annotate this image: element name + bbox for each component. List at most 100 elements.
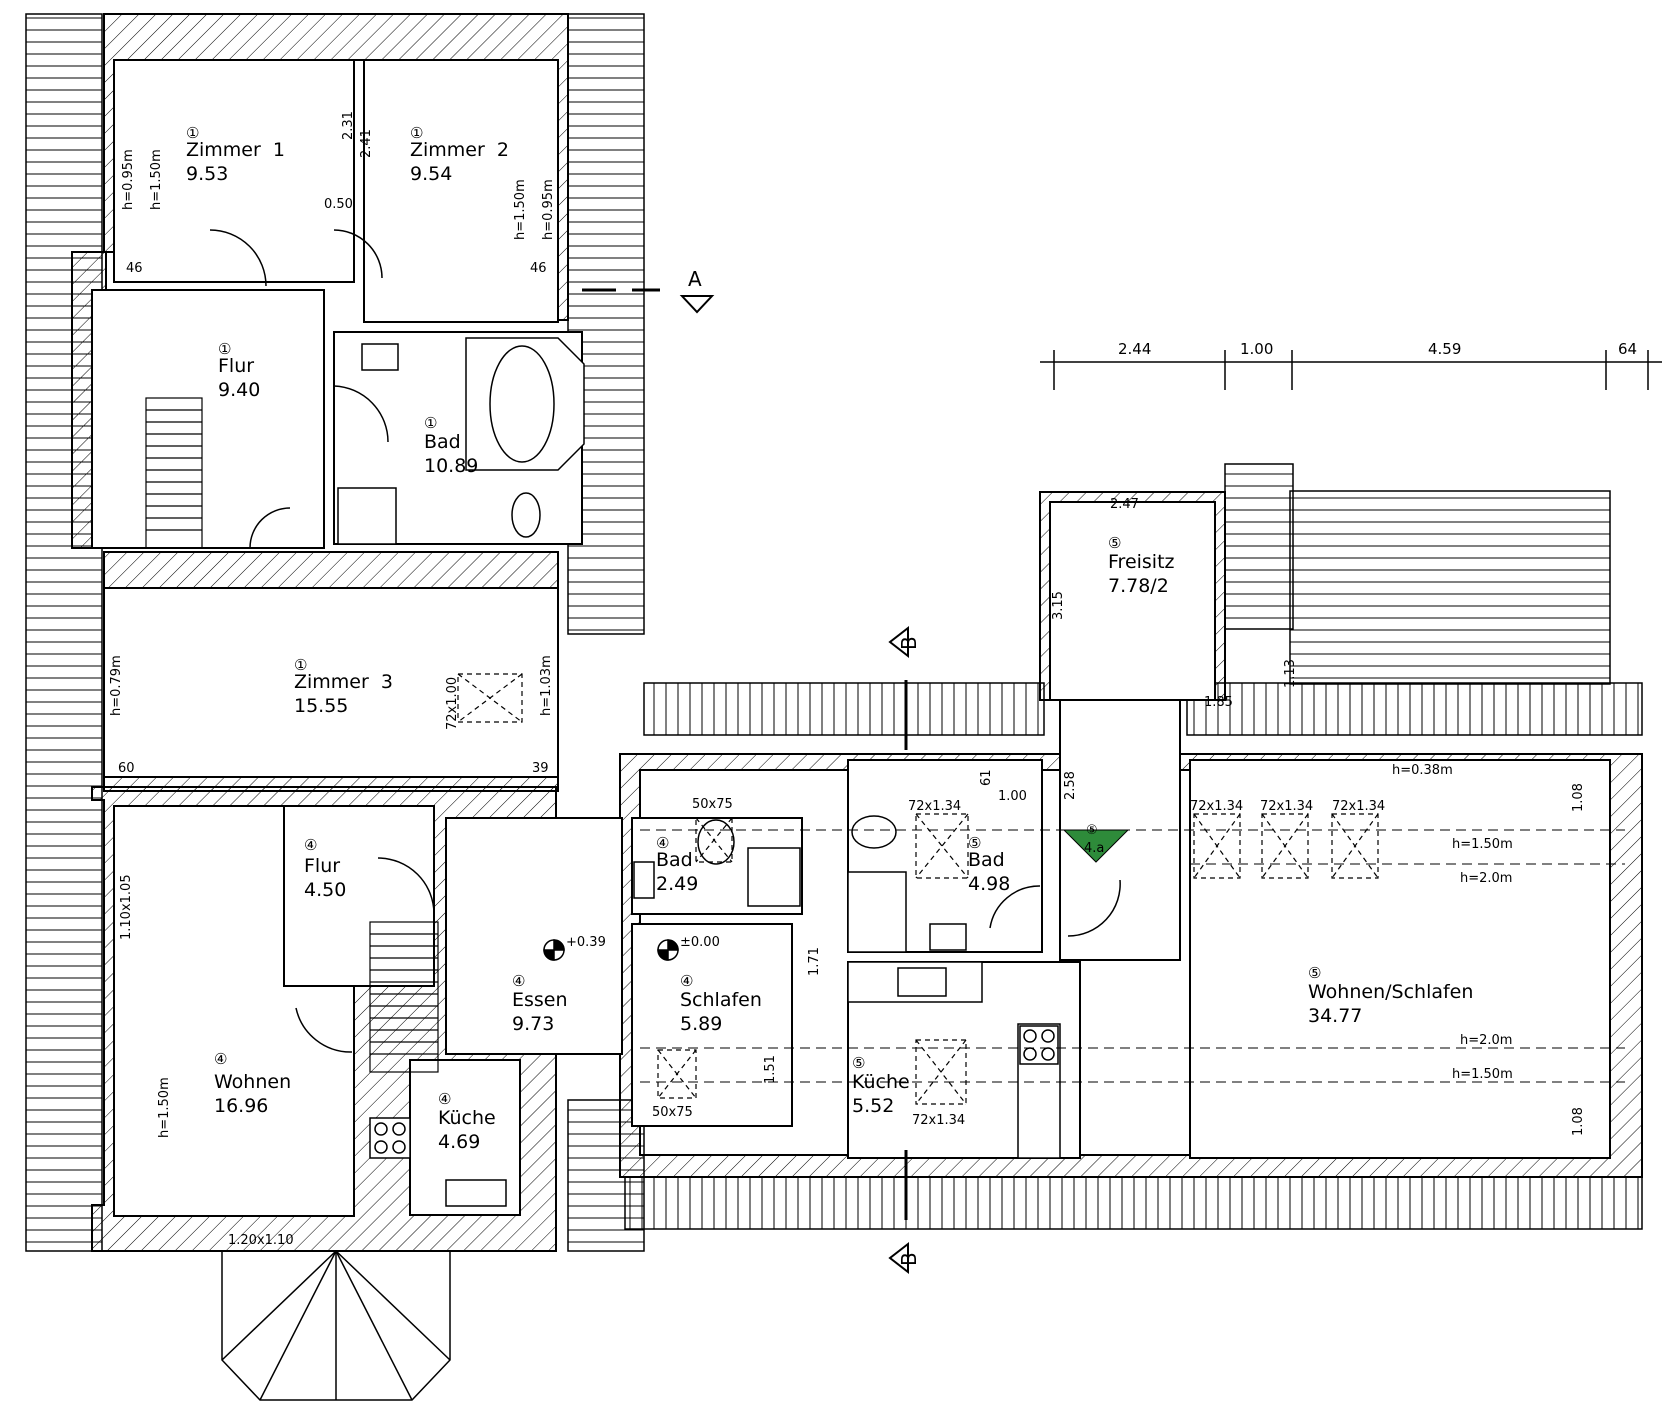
dim-chain-3: 4.59 xyxy=(1428,340,1461,358)
room-area-schlafen4: 5.89 xyxy=(680,1013,722,1035)
room-name-zimmer1: Zimmer 1 xyxy=(186,139,285,161)
room-area-zimmer3: 15.55 xyxy=(294,695,348,717)
level-marker xyxy=(1062,829,1130,863)
ann-6: h=1.50m xyxy=(513,179,528,240)
ann-28: h=1.50m xyxy=(1452,837,1513,852)
interior-schlafen4 xyxy=(631,923,793,1127)
room-num-flur4: ④ xyxy=(304,836,317,854)
room-area-kueche5: 5.52 xyxy=(852,1095,894,1117)
ann-1: h=1.50m xyxy=(149,149,164,210)
dimension-chain xyxy=(1040,350,1662,390)
ann-13: 39 xyxy=(532,761,549,776)
room-area-flur4: 4.50 xyxy=(304,879,346,901)
ann-19: 61 xyxy=(979,769,994,786)
ann-15: 3.15 xyxy=(1051,591,1066,620)
room-name-bad5: Bad xyxy=(968,849,1005,871)
room-num-zimmer1: ① xyxy=(186,124,199,142)
stove-burners-kueche5 xyxy=(1023,1029,1055,1061)
room-num-zimmer2: ① xyxy=(410,124,423,142)
height-lines xyxy=(640,829,1625,1083)
section-label-b-bottom: B xyxy=(897,1252,921,1266)
sink-kueche4 xyxy=(445,1179,507,1207)
shower-bad4 xyxy=(747,847,801,907)
dim-chain-1: 2.44 xyxy=(1118,340,1151,358)
door-zimmer2 xyxy=(333,229,383,279)
toilet-bad1 xyxy=(511,492,541,538)
door-bad1 xyxy=(333,385,389,443)
interior-flur1 xyxy=(91,289,325,549)
room-num-kueche4: ④ xyxy=(438,1090,451,1108)
room-area-bad4: 2.49 xyxy=(656,873,698,895)
ann-41: 1.20x1.10 xyxy=(228,1233,294,1248)
room-name-flur1: Flur xyxy=(218,355,254,377)
roof-left xyxy=(25,13,103,1252)
ann-35: h=1.50m xyxy=(1452,1067,1513,1082)
interior-zimmer2 xyxy=(363,59,559,323)
bay-window xyxy=(221,1250,451,1401)
ann-7: h=0.95m xyxy=(541,179,556,240)
room-area-zimmer2: 9.54 xyxy=(410,163,452,185)
room-num-essen4: ④ xyxy=(512,972,525,990)
interior-zimmer3 xyxy=(103,587,559,778)
skylight-bad4 xyxy=(695,817,733,863)
ann-0: h=0.95m xyxy=(121,149,136,210)
toilet-bad5 xyxy=(851,815,897,849)
room-name-schlafen4: Schlafen xyxy=(680,989,762,1011)
door-bad5 xyxy=(989,885,1041,929)
dim-chain-2: 1.00 xyxy=(1240,340,1273,358)
ann-9: h=0.79m xyxy=(109,655,124,716)
skylight-wohnen5-2 xyxy=(1261,813,1309,879)
room-name-bad4: Bad xyxy=(656,849,693,871)
door-flur1 xyxy=(249,507,291,549)
door-essen4 xyxy=(377,857,435,915)
interior-wohnen5 xyxy=(1189,759,1611,1159)
ann-11: h=1.03m xyxy=(539,655,554,716)
room-area-flur1: 9.40 xyxy=(218,379,260,401)
ann-26: 72x1.34 xyxy=(1332,799,1385,814)
sink-kueche5 xyxy=(897,967,947,997)
room-name-zimmer3: Zimmer 3 xyxy=(294,671,393,693)
section-label-a: A xyxy=(688,267,702,291)
roof-terrace xyxy=(1289,490,1611,685)
ann-3: 2.41 xyxy=(359,129,374,158)
room-name-zimmer2: Zimmer 2 xyxy=(410,139,509,161)
section-markers xyxy=(582,288,909,1275)
section-a-arrow xyxy=(679,295,715,314)
door-zimmer1 xyxy=(209,229,267,287)
skylight-schlafen4 xyxy=(657,1049,697,1099)
section-b-bottom-arrow xyxy=(888,1241,909,1275)
room-area-kueche4: 4.69 xyxy=(438,1131,480,1153)
room-area-wohnen5: 34.77 xyxy=(1308,1005,1362,1027)
level-marker-num: ⑤ xyxy=(1086,823,1098,838)
stove-kueche4 xyxy=(369,1117,411,1159)
dim-chain-4: 64 xyxy=(1618,340,1637,358)
ann-36: 1.51 xyxy=(763,1055,778,1084)
ann-12: 60 xyxy=(118,761,135,776)
ann-33: 1.71 xyxy=(807,947,822,976)
room-name-kueche4: Küche xyxy=(438,1107,496,1129)
ann-40: h=1.50m xyxy=(157,1077,172,1138)
room-area-bad5: 4.98 xyxy=(968,873,1010,895)
section-label-b-top: B xyxy=(897,636,921,650)
stair-lower-treads xyxy=(370,933,438,1055)
room-name-flur4: Flur xyxy=(304,855,340,877)
shower-bad1 xyxy=(337,487,397,545)
interior-zimmer1 xyxy=(113,59,355,283)
stove-burners-kueche4 xyxy=(374,1122,406,1154)
doors xyxy=(209,229,1121,1053)
room-name-essen4: Essen xyxy=(512,989,568,1011)
room-area-freisitz: 7.78/2 xyxy=(1108,575,1169,597)
room-area-bad1: 10.89 xyxy=(424,455,478,477)
door-flur4 xyxy=(295,1007,353,1053)
room-name-wohnen4: Wohnen xyxy=(214,1071,291,1093)
ann-22: 72x1.34 xyxy=(908,799,961,814)
level-marker-value: 4.a xyxy=(1084,841,1104,856)
room-labels: ① Zimmer 1 9.53 ① Zimmer 2 9.54 ① Flur 9… xyxy=(186,124,1473,1153)
ann-24: 72x1.34 xyxy=(1190,799,1243,814)
interior-freisitz xyxy=(1049,501,1216,701)
room-area-essen4: 9.73 xyxy=(512,1013,554,1035)
ann-34: h=2.0m xyxy=(1460,1033,1512,1048)
room-area-zimmer1: 9.53 xyxy=(186,163,228,185)
dimension-chain-labels: 2.44 1.00 4.59 64 xyxy=(1118,340,1637,358)
ann-32: ±0.00 xyxy=(680,935,720,950)
